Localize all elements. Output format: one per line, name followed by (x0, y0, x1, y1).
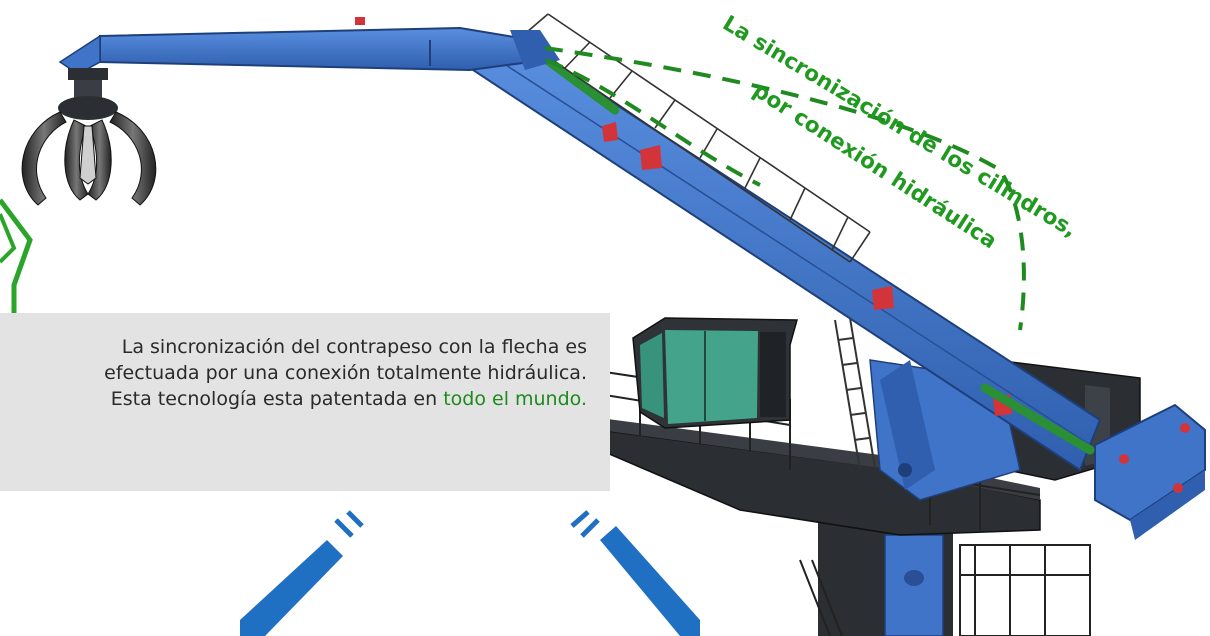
operator-cabin (632, 317, 798, 429)
callout-leader-lines (544, 46, 1026, 331)
info-line-1: La sincronización del contrapeso con la … (121, 336, 587, 358)
green-arrow-icon (0, 198, 33, 320)
upper-boom (58, 17, 560, 75)
info-highlight: todo el mundo. (443, 388, 587, 410)
crane-base (799, 520, 1091, 636)
info-text: La sincronización del contrapeso con la … (0, 334, 587, 412)
orange-peel-grab (21, 68, 157, 206)
info-line-3-start: Esta tecnología esta patentada en (110, 388, 444, 410)
info-line-2: efectuada por una conexión totalmente hi… (104, 362, 587, 384)
counterweight-box (1094, 403, 1206, 540)
info-panel (0, 313, 610, 491)
blue-arrow-left-icon (240, 510, 364, 636)
info-line-3: Esta tecnología esta patentada en todo e… (0, 386, 587, 412)
blue-arrow-right-icon (570, 510, 700, 636)
